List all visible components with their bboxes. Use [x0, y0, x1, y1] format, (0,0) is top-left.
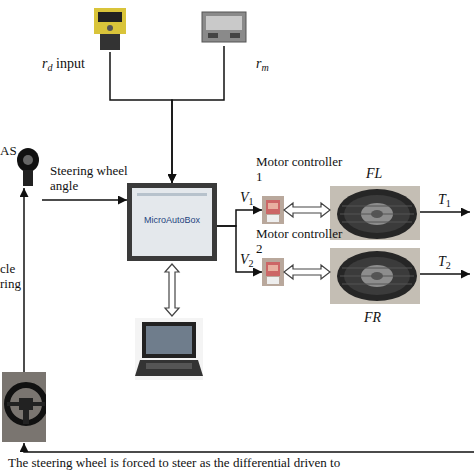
- data-link-arrow: [165, 264, 179, 316]
- photo-illustration: [14, 142, 42, 188]
- symbol-letter: T: [438, 254, 446, 269]
- node-label: AS: [0, 144, 22, 159]
- photo-illustration: [330, 248, 420, 306]
- symbol-letter: T: [438, 192, 446, 207]
- edge-label: Steering wheel angle: [50, 164, 132, 194]
- node-label: Motor controller 1: [256, 155, 348, 185]
- steering-arrow: [23, 188, 25, 372]
- photo-illustration: [262, 196, 284, 224]
- photo-illustration: [200, 8, 248, 46]
- torque-arrow: [420, 273, 470, 275]
- edge-label: V1: [240, 190, 262, 206]
- symbol-subscript: 2: [446, 260, 451, 271]
- photo-illustration: [330, 186, 420, 240]
- symbol-subscript: 1: [249, 196, 254, 207]
- node-label: FL: [366, 166, 390, 182]
- symbol-subscript: d: [47, 62, 52, 73]
- signal-arrow: [172, 46, 224, 183]
- measure-device-photo: rm: [200, 8, 248, 46]
- feedback-line: [24, 443, 474, 452]
- edge-label: V2: [240, 252, 262, 268]
- laptop-photo: [135, 318, 203, 380]
- voltage-arrow: [217, 226, 262, 272]
- photo-illustration: [262, 258, 284, 286]
- symbol-letter: r: [256, 56, 261, 71]
- torque-label: T1: [438, 192, 468, 208]
- torque-arrow: [420, 211, 470, 213]
- controller-box: MicroAutoBox: [127, 183, 217, 261]
- symbol-subscript: 1: [446, 198, 451, 209]
- photo-illustration: [2, 372, 46, 442]
- drive-link-arrow: [284, 265, 330, 279]
- voltage-arrow: [217, 210, 262, 226]
- node-label: FR: [364, 310, 388, 326]
- caption-note: The steering wheel is forced to steer as…: [8, 456, 340, 471]
- signal-arrow: [42, 199, 127, 201]
- symbol-subscript: m: [261, 62, 268, 73]
- motor-controller-photo: Motor controller 1: [262, 196, 284, 224]
- drive-link-arrow: [284, 203, 330, 217]
- node-label: rm: [256, 56, 286, 72]
- wheel-photo: FL: [330, 186, 420, 240]
- input-device-photo: rd input: [88, 4, 132, 52]
- symbol-letter: V: [240, 252, 249, 267]
- node-label: rd input: [42, 56, 118, 72]
- node-label: Motor controller 2: [256, 227, 348, 257]
- angle-sensor-photo: AS: [14, 142, 42, 188]
- symbol-letter: r: [42, 56, 47, 71]
- motor-controller-photo: Motor controller 2: [262, 258, 284, 286]
- photo-illustration: [88, 4, 132, 52]
- steering-wheel-photo: cle ring: [2, 372, 46, 442]
- wheel-photo: FR: [330, 248, 420, 306]
- torque-label: T2: [438, 254, 468, 270]
- symbol-subscript: 2: [249, 258, 254, 269]
- node-label: cle ring: [0, 262, 28, 292]
- symbol-rest: input: [53, 56, 85, 71]
- node-label: MicroAutoBox: [133, 215, 211, 225]
- symbol-letter: V: [240, 190, 249, 205]
